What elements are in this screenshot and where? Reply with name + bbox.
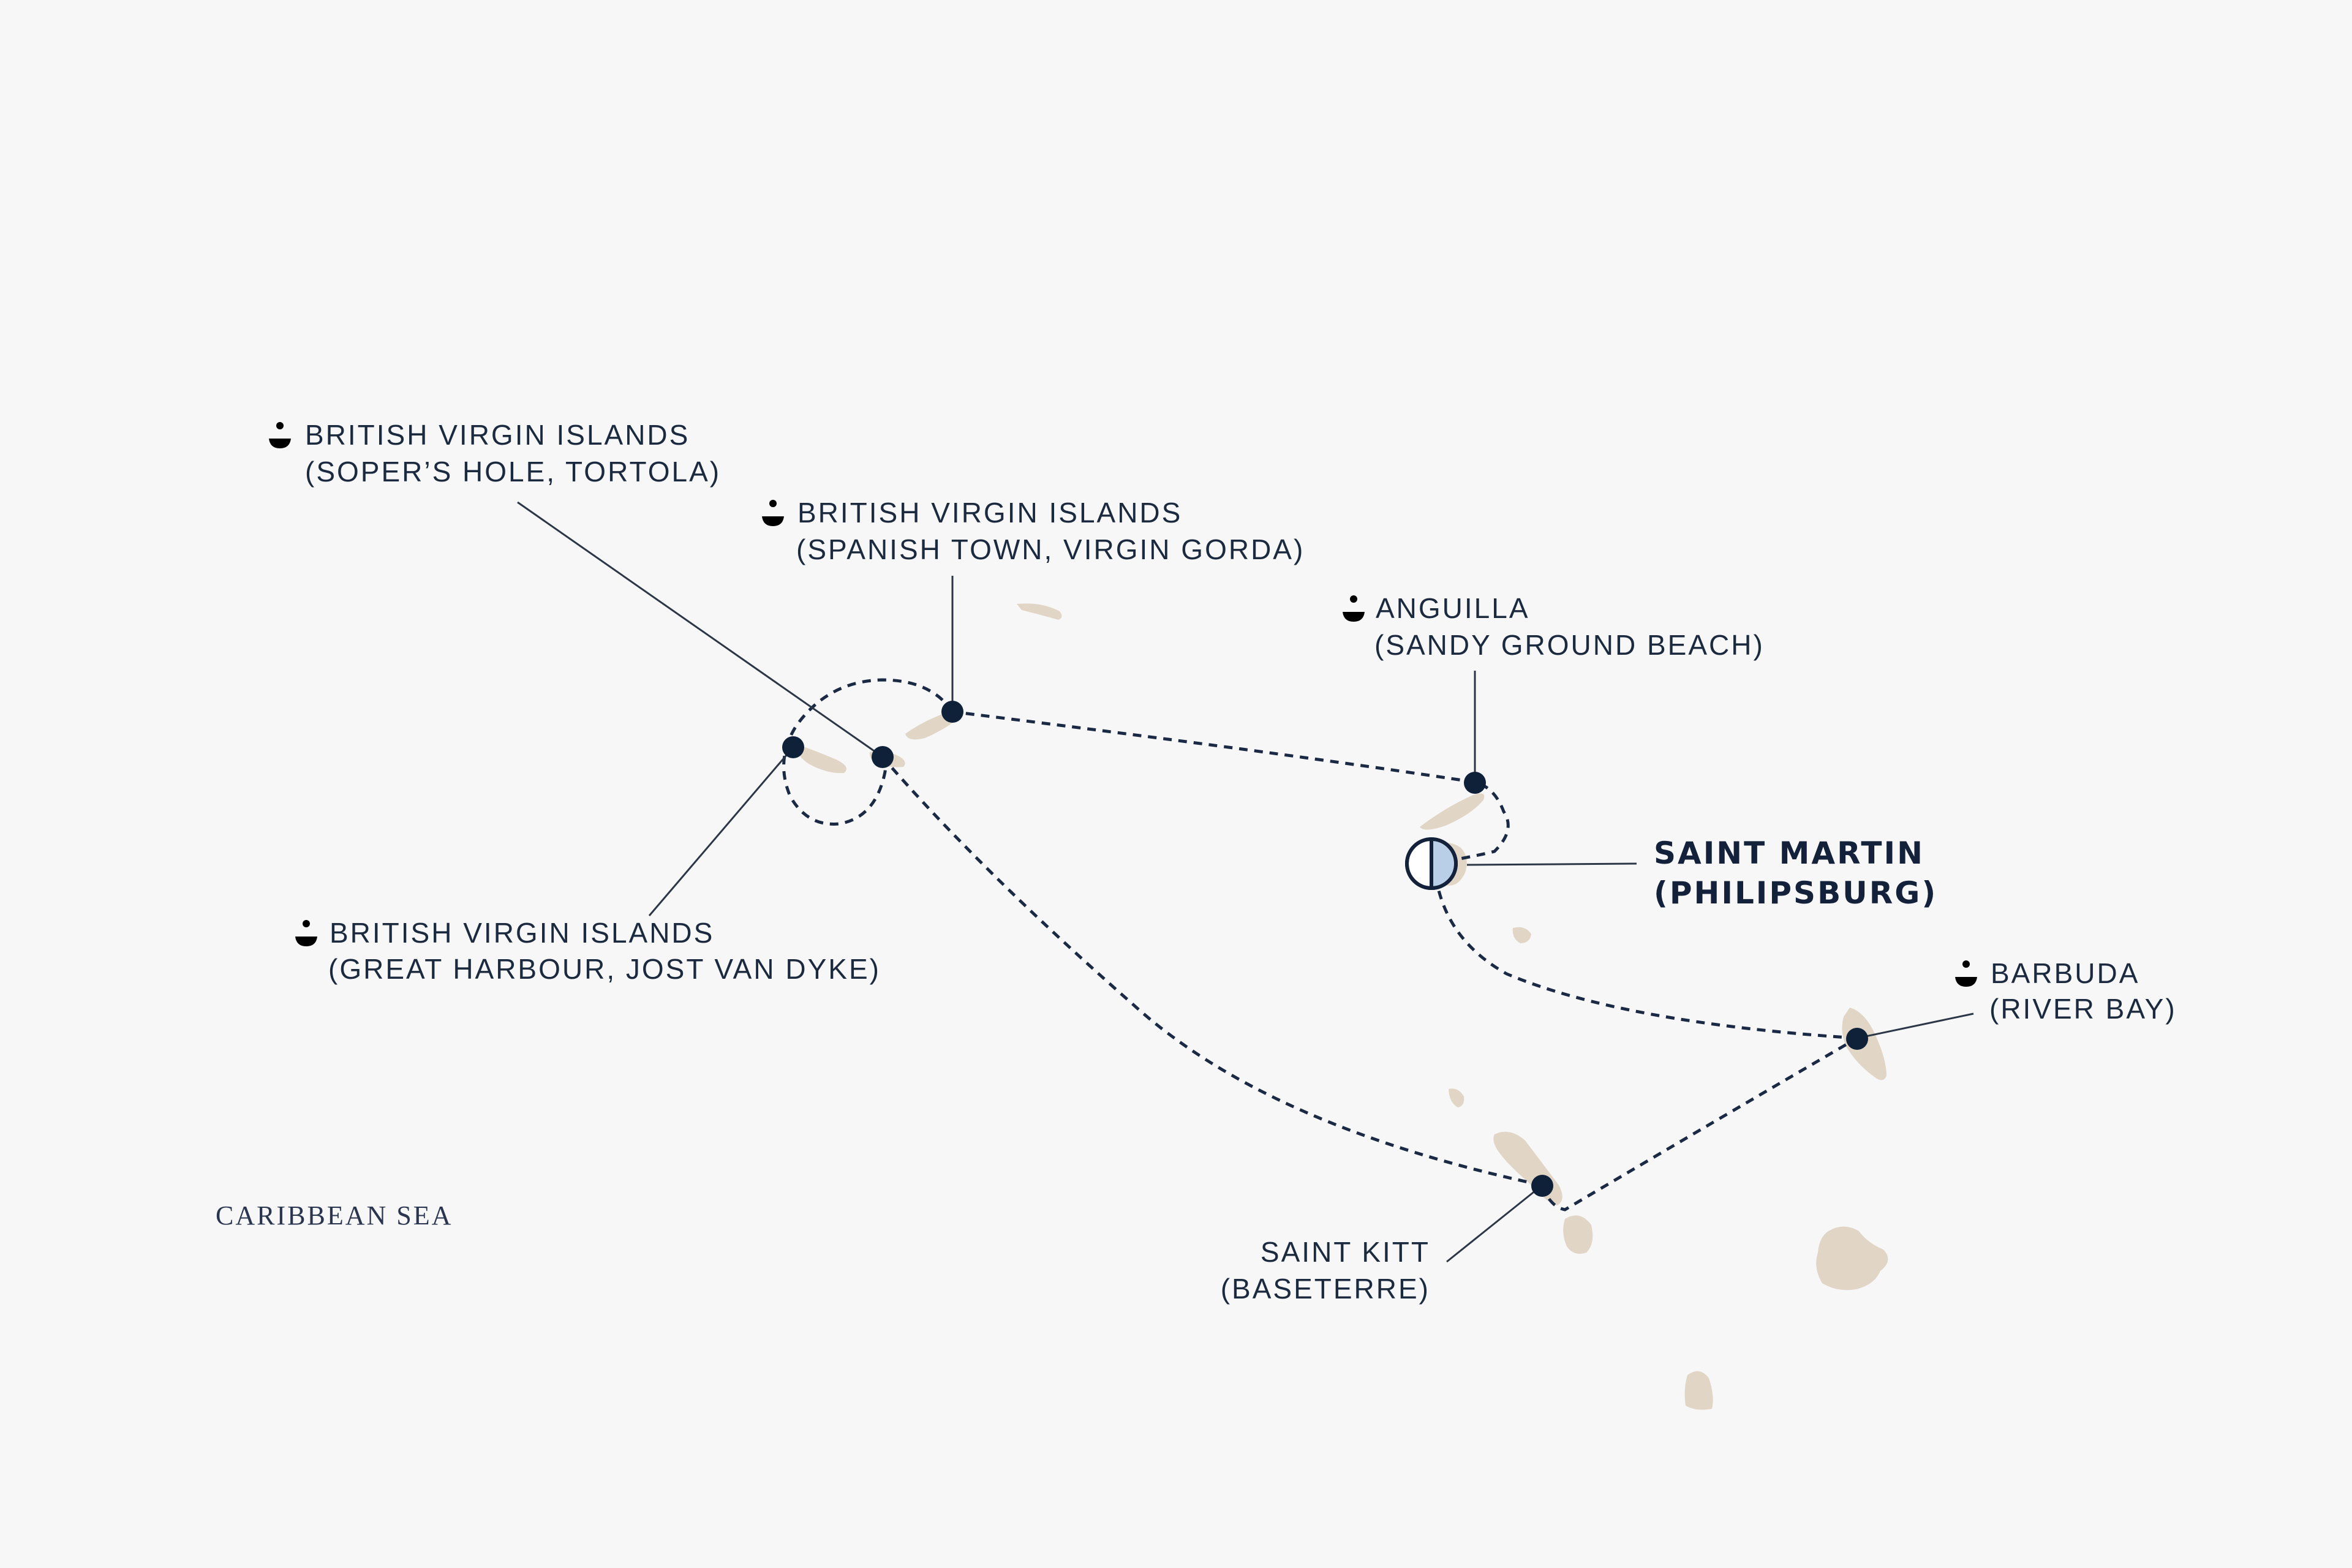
anchor-icon — [295, 920, 317, 946]
route-anguilla-spanishtown — [952, 710, 1476, 784]
label-home-port-line1: SAINT MARTIN — [1654, 835, 1924, 871]
label-great-harbour: BRITISH VIRGIN ISLANDS (GREAT HARBOUR, J… — [295, 917, 881, 985]
island-jost-van-dyke — [796, 744, 846, 774]
label-anguilla-line2: (SANDY GROUND BEACH) — [1374, 629, 1765, 661]
label-great-line2: (GREAT HARBOUR, JOST VAN DYKE) — [328, 953, 881, 985]
stop-marker-saint-kitt[interactable] — [1531, 1175, 1553, 1197]
leader-great — [648, 747, 794, 916]
leader-kitt — [1446, 1184, 1543, 1263]
island-antigua — [1816, 1226, 1888, 1291]
route-barbuda-stmartin — [1436, 888, 1858, 1040]
island-saba — [1449, 1088, 1464, 1107]
leader-soper — [517, 501, 883, 758]
island-nevis — [1563, 1215, 1593, 1254]
label-soper-line1: BRITISH VIRGIN ISLANDS — [305, 419, 690, 451]
label-home-port: SAINT MARTIN (PHILIPSBURG) — [1654, 835, 1937, 911]
anchor-icon — [269, 422, 291, 448]
anchor-icon — [1343, 595, 1365, 622]
home-port-icon[interactable] — [1405, 837, 1458, 890]
stop-marker-sopers-hole[interactable] — [872, 746, 894, 768]
anchor-icon — [762, 500, 784, 526]
label-soper-line2: (SOPER’S HOLE, TORTOLA) — [305, 456, 721, 488]
leader-stmartin — [1466, 862, 1637, 866]
stop-marker-spanish-town[interactable] — [941, 701, 963, 723]
route-tortola-saintkitt — [881, 755, 1543, 1187]
cruise-route — [782, 678, 1858, 1212]
route-saintkitt-barbuda — [1540, 1036, 1858, 1212]
label-kitt-line2: (BASETERRE) — [1221, 1273, 1430, 1305]
anchor-icon — [1955, 960, 1977, 987]
stop-marker-barbuda[interactable] — [1846, 1028, 1868, 1050]
label-soper: BRITISH VIRGIN ISLANDS (SOPER’S HOLE, TO… — [269, 419, 721, 488]
island-saint-kitts — [1493, 1131, 1562, 1205]
island-saint-barth — [1512, 927, 1531, 943]
label-spanish-town: BRITISH VIRGIN ISLANDS (SPANISH TOWN, VI… — [762, 497, 1305, 565]
label-barbuda: BARBUDA (RIVER BAY) — [1955, 957, 2177, 1025]
label-great-line1: BRITISH VIRGIN ISLANDS — [330, 917, 714, 949]
leader-lines — [517, 501, 1974, 1263]
label-anguilla-line1: ANGUILLA — [1376, 592, 1530, 624]
route-stmartin-anguilla — [1431, 780, 1510, 865]
stop-markers — [782, 701, 1868, 1197]
leader-barbuda — [1856, 1012, 1974, 1039]
label-barbuda-line2: (RIVER BAY) — [1989, 993, 2177, 1025]
label-spanish-line2: (SPANISH TOWN, VIRGIN GORDA) — [796, 533, 1305, 565]
label-home-port-line2: (PHILIPSBURG) — [1654, 875, 1937, 911]
label-anguilla: ANGUILLA (SANDY GROUND BEACH) — [1343, 592, 1765, 661]
label-spanish-line1: BRITISH VIRGIN ISLANDS — [797, 497, 1182, 529]
sea-label: CARIBBEAN SEA — [216, 1200, 453, 1231]
island-montserrat — [1684, 1371, 1713, 1410]
island-anguilla — [1420, 793, 1485, 830]
label-barbuda-line1: BARBUDA — [1991, 957, 2139, 989]
label-kitt-line1: SAINT KITT — [1261, 1236, 1430, 1268]
island-anegada — [1017, 603, 1062, 620]
route-spanishtown-loop — [782, 678, 954, 826]
stop-marker-great-harbour[interactable] — [782, 736, 804, 758]
label-saint-kitt: SAINT KITT (BASETERRE) — [1221, 1236, 1430, 1305]
stop-marker-anguilla[interactable] — [1464, 772, 1486, 794]
